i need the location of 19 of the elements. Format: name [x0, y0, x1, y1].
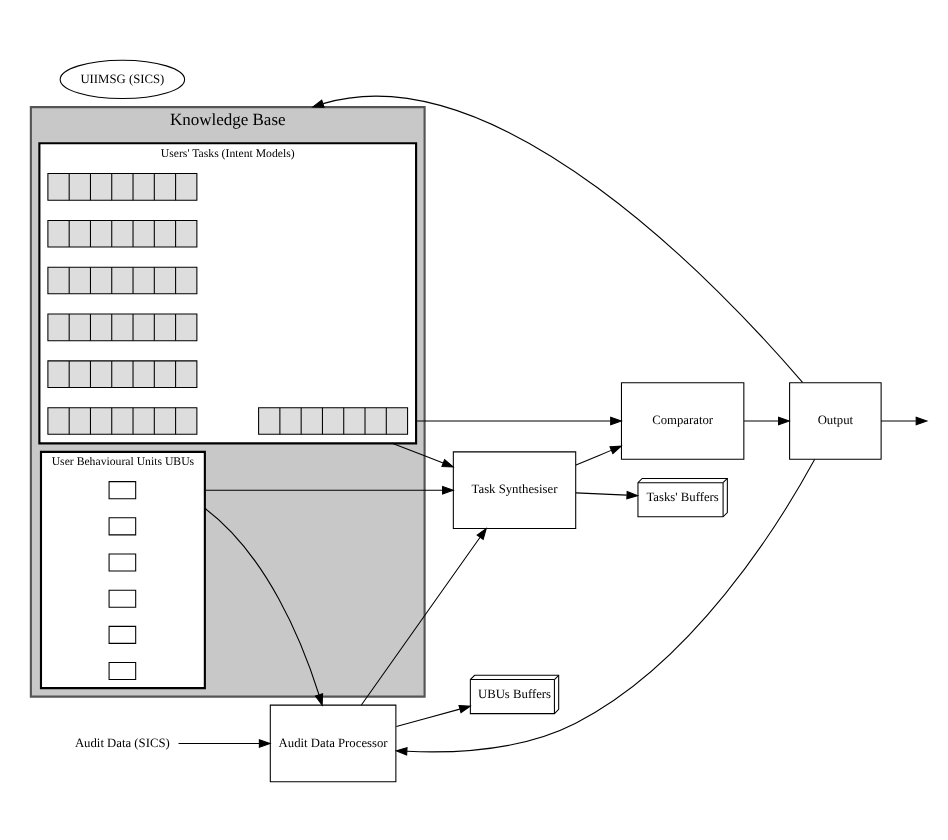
arrow: [203, 484, 454, 494]
arrow: [359, 526, 487, 705]
node-box: [107, 588, 136, 607]
arrow: [394, 703, 471, 726]
node-box: [107, 661, 136, 680]
arrow: [203, 506, 323, 706]
arrow: [310, 94, 803, 382]
arrow: [574, 489, 639, 499]
node-box: [107, 480, 136, 499]
arrow: [574, 444, 622, 465]
node-box: [107, 516, 136, 535]
arrow: [393, 458, 815, 755]
arrow: [390, 441, 454, 467]
arrow: [177, 737, 271, 747]
arrow: [742, 415, 790, 425]
arrow: [414, 415, 622, 425]
node-box: [107, 552, 136, 571]
arrow: [879, 415, 928, 425]
node-box: [107, 624, 136, 643]
